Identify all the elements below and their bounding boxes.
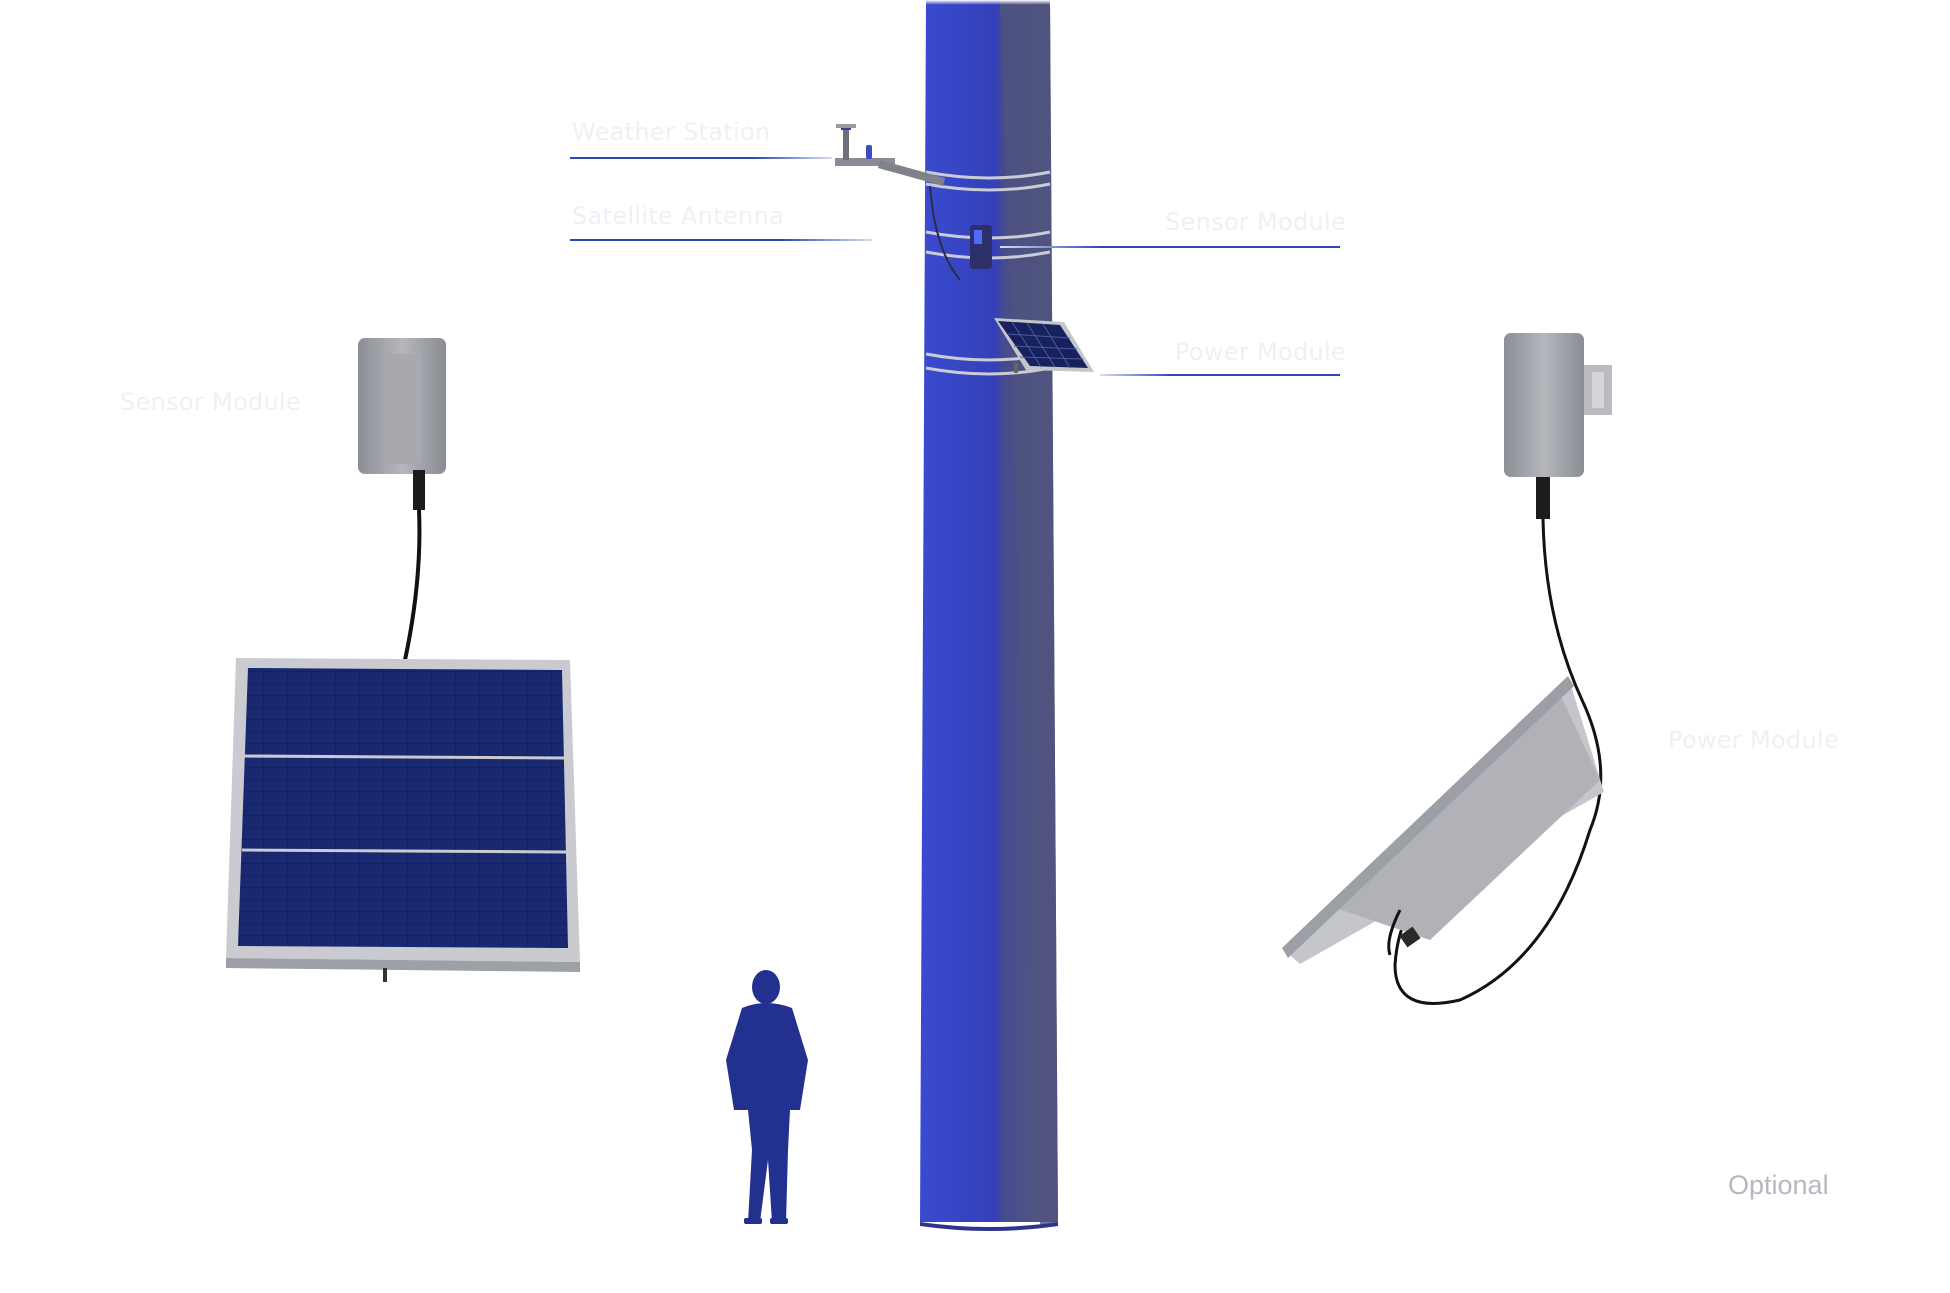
- label-weather-station: Weather Station: [572, 118, 771, 146]
- label-sensor-module-top: Sensor Module: [1165, 208, 1347, 236]
- label-satellite-antenna: Satellite Antenna: [572, 202, 784, 230]
- leader-weather-station: [570, 157, 832, 159]
- pole: [920, 0, 1065, 1231]
- leader-satellite-antenna: [570, 239, 872, 241]
- weather-station-arm: [835, 124, 961, 281]
- leader-sensor-module: [1000, 246, 1340, 248]
- left-solar-panel: [226, 658, 580, 982]
- label-power-module-top: Power Module: [1175, 338, 1347, 366]
- label-power-module-right: Power Module: [1668, 726, 1840, 754]
- person-silhouette: [726, 970, 808, 1224]
- label-sensor-module-left: Sensor Module: [120, 388, 302, 416]
- pole-solar-panel: [994, 318, 1094, 373]
- optional-label: Optional: [1728, 1170, 1829, 1200]
- left-sensor-module: [358, 338, 446, 661]
- leader-power-module: [1100, 374, 1340, 376]
- pole-sensor-module: [970, 225, 992, 269]
- right-tilted-panel: [1282, 676, 1604, 964]
- right-sensor-module: [1393, 333, 1612, 1005]
